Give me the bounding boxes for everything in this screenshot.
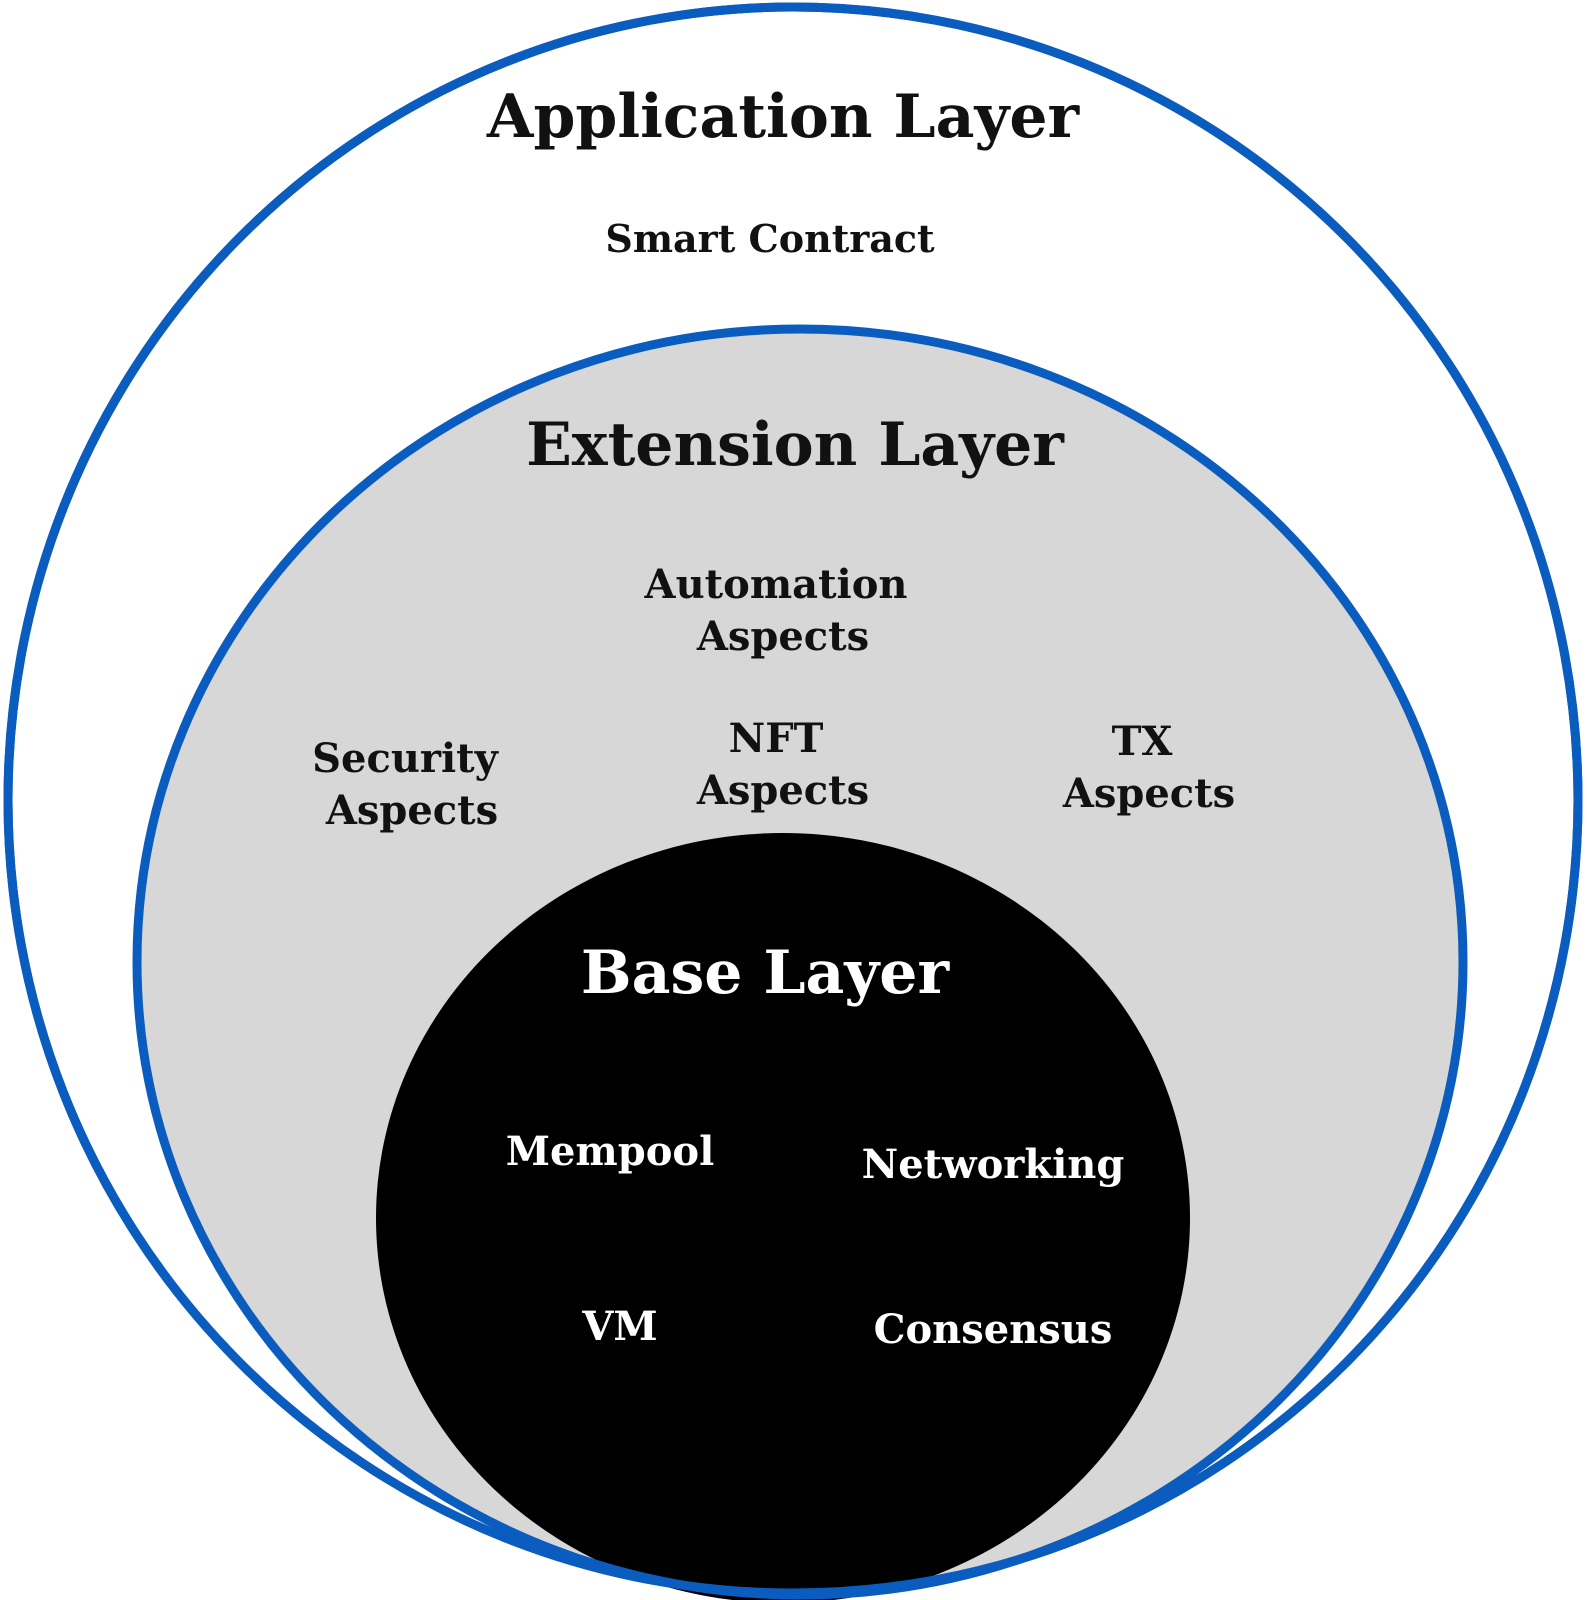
vm-label: VM [581,1303,657,1350]
base-layer-circle [376,833,1190,1600]
smart-contract-label: Smart Contract [605,216,935,261]
consensus-label: Consensus [874,1306,1113,1353]
extension-layer-ring-outline [132,324,1468,1600]
automation-aspects-label: Automation Aspects [644,561,922,660]
extension-layer-title: Extension Layer [526,410,1065,480]
tx-aspects-label: TX Aspects [1062,718,1235,817]
base-layer-title: Base Layer [581,938,951,1008]
networking-label: Networking [862,1141,1125,1188]
security-aspects-label: Security Aspects [312,735,512,834]
nft-aspects-label: NFT Aspects [696,715,869,814]
application-layer-title: Application Layer [486,82,1081,152]
mempool-label: Mempool [506,1128,715,1175]
